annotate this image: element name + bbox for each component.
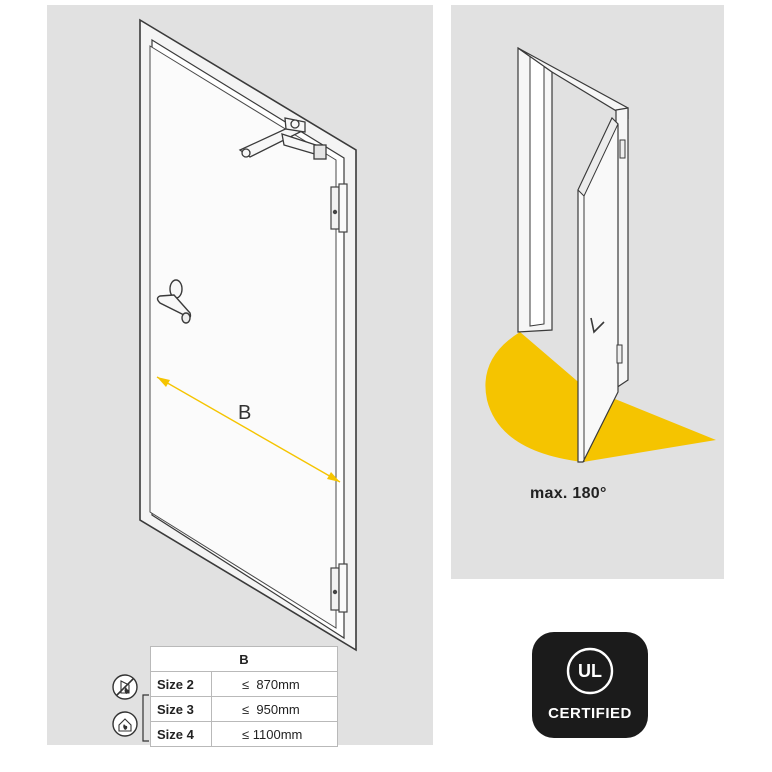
- table-row: Size 4 ≤ 1100mm: [150, 721, 338, 747]
- certified-label: CERTIFIED: [548, 705, 632, 722]
- size-name: Size 2: [150, 671, 212, 697]
- size-table-header-row: B: [150, 646, 338, 672]
- size-symbol: ≤: [242, 676, 250, 692]
- lever-handle: [156, 279, 192, 324]
- open-door-hinge-top: [619, 139, 626, 159]
- open-door-hinge-bottom: [616, 344, 623, 364]
- table-row: Size 2 ≤ 870mm: [150, 671, 338, 697]
- size-value: 870mm: [256, 676, 300, 692]
- dimension-b-arrow: [156, 376, 341, 483]
- row-group-bracket: [142, 694, 149, 742]
- size-value: 1100mm: [252, 726, 303, 742]
- table-row: Size 3 ≤ 950mm: [150, 696, 338, 722]
- fire-door-icon: [112, 711, 138, 737]
- hinge-top: [330, 183, 348, 233]
- size-value: 950mm: [256, 701, 300, 717]
- hinge-bottom: [330, 563, 348, 613]
- size-table-header: B: [150, 646, 338, 672]
- dimension-label: B: [238, 402, 251, 424]
- ul-certified-badge: UL CERTIFIED: [532, 632, 648, 738]
- size-name: Size 4: [150, 721, 212, 747]
- open-door-handle: [590, 317, 605, 334]
- opening-angle-label: max. 180°: [530, 485, 607, 502]
- size-name: Size 3: [150, 696, 212, 722]
- size-symbol: ≤: [242, 701, 250, 717]
- door-closer: [238, 117, 327, 160]
- door-leaf: [149, 45, 337, 629]
- ul-logo-text: UL: [578, 661, 602, 681]
- ul-logo-icon: UL: [566, 647, 614, 695]
- size-table: B Size 2 ≤ 870mm Size 3 ≤ 950mm Size 4 ≤…: [150, 646, 338, 747]
- no-fire-door-icon: [112, 674, 138, 700]
- size-symbol: ≤: [242, 726, 250, 742]
